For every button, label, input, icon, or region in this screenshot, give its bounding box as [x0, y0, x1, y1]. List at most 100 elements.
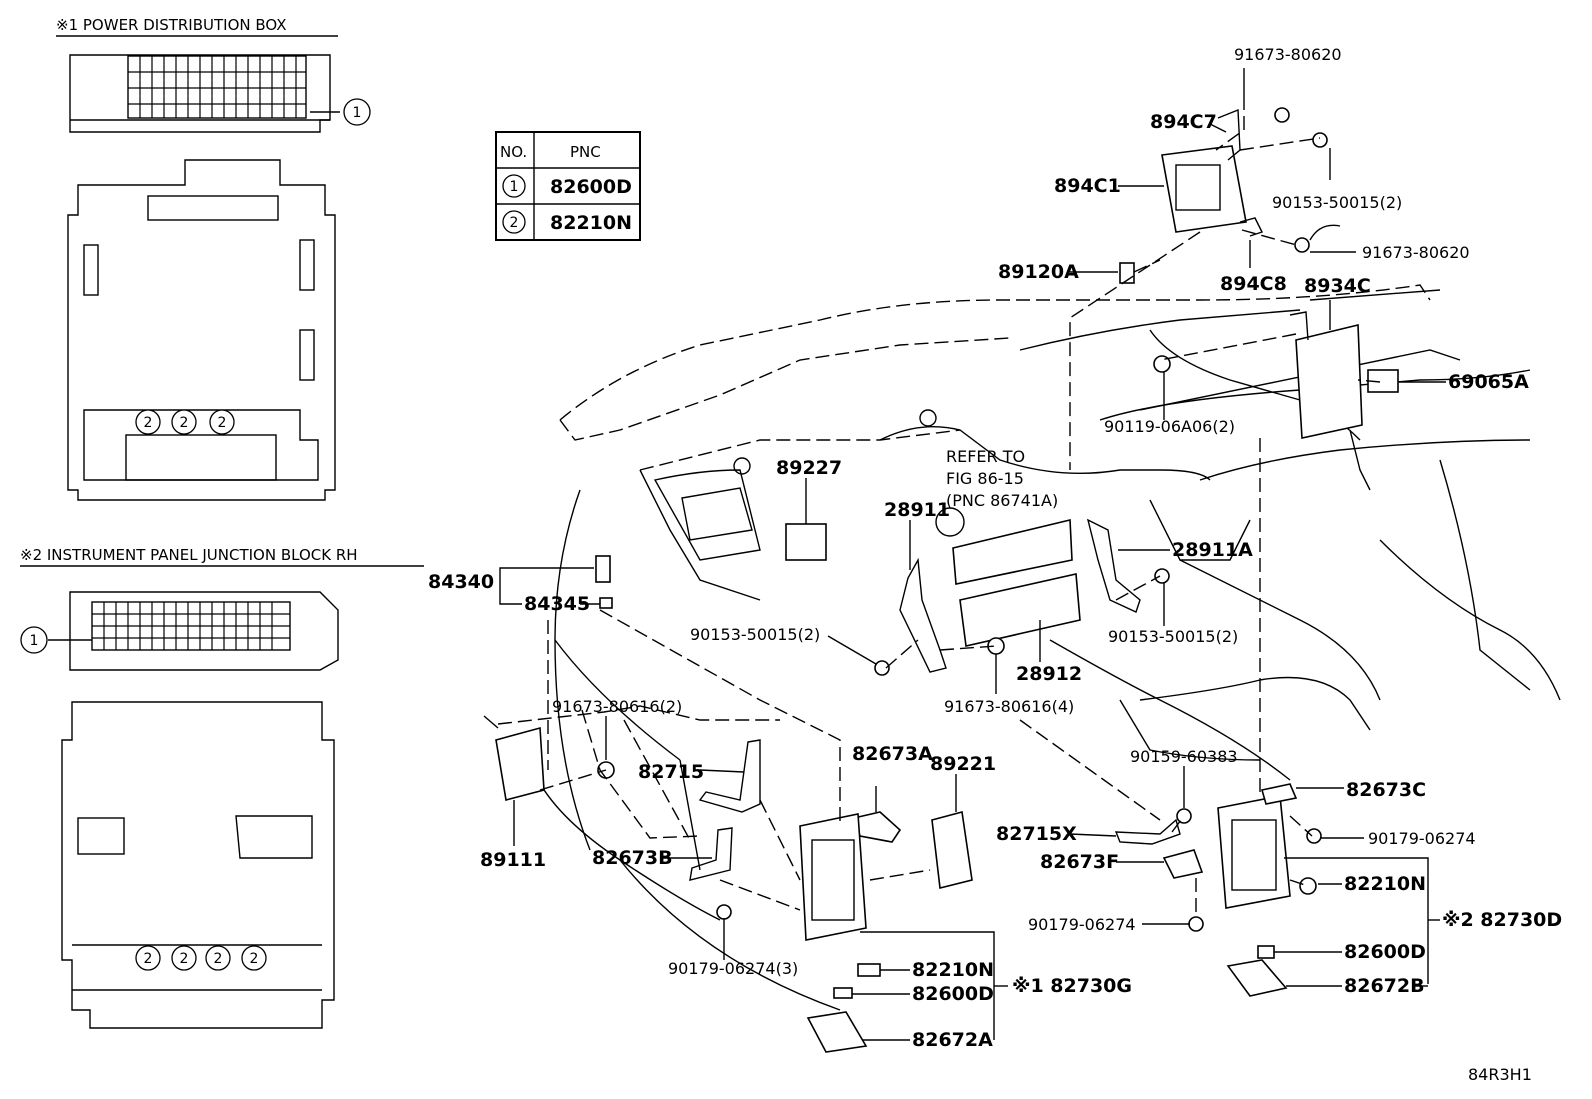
svg-text:2: 2 [180, 415, 189, 431]
power-distribution-box-inset: ※1 POWER DISTRIBUTION BOX 1 2 2 2 [56, 16, 371, 501]
refer-note-line-1: REFER TO [946, 447, 1025, 466]
label-90179-06274-3: 90179-06274(3) [668, 959, 798, 978]
bracket-894c8 [1239, 217, 1263, 237]
bolt-91673-80620 [1274, 107, 1290, 123]
label-82673f: 82673F [1040, 851, 1119, 873]
display-unit [952, 518, 1073, 585]
bracket-28911a [1086, 518, 1141, 613]
module-8934c [1295, 323, 1363, 439]
label-90153-50015-2: 90153-50015(2) [1272, 193, 1402, 212]
bolt-91673-80620 [1294, 237, 1310, 253]
svg-text:2: 2 [144, 951, 153, 967]
clip-82673b [689, 827, 733, 881]
clip-82673a [852, 811, 902, 843]
svg-text:2: 2 [180, 951, 189, 967]
label-82715: 82715 [638, 761, 704, 783]
switch-84340 [595, 555, 611, 583]
label-89221: 89221 [930, 753, 996, 775]
power-box-title: ※1 POWER DISTRIBUTION BOX [56, 16, 287, 34]
bolt-90153-50015 [1312, 132, 1328, 148]
power-box-callouts-2: 2 2 2 [135, 409, 235, 435]
label-82673b: 82673B [592, 847, 673, 869]
bracket-894c7 [1217, 108, 1241, 161]
label-82210n: 82210N [912, 959, 994, 981]
label-90179-06274: 90179-06274 [1028, 915, 1136, 934]
svg-text:1: 1 [30, 633, 39, 649]
label-91673-80616-4: 91673-80616(4) [944, 697, 1074, 716]
callout-circle-1 [20, 626, 48, 654]
module-89111 [495, 726, 545, 801]
label-89227: 89227 [776, 457, 842, 479]
label-90119-06a06: 90119-06A06(2) [1104, 417, 1235, 436]
label-90179-06274: 90179-06274 [1368, 829, 1476, 848]
pnc-table-header-pnc: PNC [570, 143, 601, 161]
label-89111: 89111 [480, 849, 546, 871]
label-91673-80616-2: 91673-80616(2) [552, 697, 682, 716]
label-82730d: ※2 82730D [1442, 909, 1562, 931]
clip-84345 [599, 597, 613, 609]
label-82673a: 82673A [852, 743, 933, 765]
label-84345: 84345 [524, 593, 590, 615]
label-89120a: 89120A [998, 261, 1079, 283]
junction-block-title: ※2 INSTRUMENT PANEL JUNCTION BLOCK RH [20, 546, 358, 564]
label-28911: 28911 [884, 499, 950, 521]
refer-note-line-2: FIG 86-15 [946, 469, 1024, 488]
junction-block-82730d [1217, 795, 1291, 909]
label-82672a: 82672A [912, 1029, 993, 1051]
cover-82672b [1226, 959, 1288, 997]
junction-block-callouts-2: 2 2 2 2 [135, 945, 267, 971]
ecu-module-894c1 [1161, 145, 1247, 233]
label-91673-80620: 91673-80620 [1362, 243, 1470, 262]
label-90153-50015-2: 90153-50015(2) [1108, 627, 1238, 646]
callout-circle-1 [343, 98, 371, 126]
figure-code: 84R3H1 [1468, 1065, 1532, 1084]
module-89221 [931, 810, 973, 889]
label-894c7: 894C7 [1150, 111, 1217, 133]
label-28911a: 28911A [1172, 539, 1253, 561]
bracket-82715x [1114, 818, 1181, 845]
clip-82673c [1260, 783, 1298, 805]
instrument-panel-outline [537, 284, 1561, 1011]
label-69065a: 69065A [1448, 371, 1529, 393]
pnc-table-header-no: NO. [500, 143, 527, 161]
svg-text:2: 2 [250, 951, 259, 967]
bracket-28911 [899, 557, 947, 673]
part-shapes [483, 107, 1399, 1053]
svg-text:2: 2 [144, 415, 153, 431]
label-90159-60383: 90159-60383 [1130, 747, 1238, 766]
label-84340: 84340 [428, 571, 494, 593]
cover-82672a [806, 1011, 868, 1053]
sensor-89227 [785, 523, 827, 561]
label-82210n: 82210N [1344, 873, 1426, 895]
part-labels: 91673-80620 894C7 894C1 90153-50015(2) 9… [428, 45, 1562, 1084]
callout-number: 1 [353, 105, 362, 121]
bracket-82715 [698, 739, 761, 813]
svg-text:2: 2 [214, 951, 223, 967]
junction-block-inset: ※2 INSTRUMENT PANEL JUNCTION BLOCK RH 1 … [20, 546, 424, 1029]
pnc-table-row-pnc: 82210N [550, 212, 632, 234]
pnc-table-row-no: 2 [510, 215, 519, 231]
label-82730g: ※1 82730G [1012, 975, 1132, 997]
label-894c8: 894C8 [1220, 273, 1287, 295]
junction-block-82730g [799, 813, 867, 941]
svg-text:2: 2 [218, 415, 227, 431]
pnc-table: NO. PNC 1 82600D 2 82210N [495, 131, 641, 241]
label-82600d: 82600D [912, 983, 994, 1005]
label-82672b: 82672B [1344, 975, 1425, 997]
pnc-table-row-no: 1 [510, 179, 519, 195]
label-91673-80620: 91673-80620 [1234, 45, 1342, 64]
dashed-connectors [497, 96, 1381, 918]
unit-28912 [959, 573, 1081, 647]
label-82673c: 82673C [1346, 779, 1426, 801]
pnc-table-row-pnc: 82600D [550, 176, 632, 198]
label-82600d: 82600D [1344, 941, 1426, 963]
label-894c1: 894C1 [1054, 175, 1121, 197]
label-28912: 28912 [1016, 663, 1082, 685]
refer-note-line-3: (PNC 86741A) [946, 491, 1058, 510]
label-8934c: 8934C [1304, 275, 1371, 297]
leader-lines [499, 68, 1446, 1041]
clip-82673f [1162, 849, 1204, 879]
label-82715x: 82715X [996, 823, 1077, 845]
label-90153-50015-2: 90153-50015(2) [690, 625, 820, 644]
